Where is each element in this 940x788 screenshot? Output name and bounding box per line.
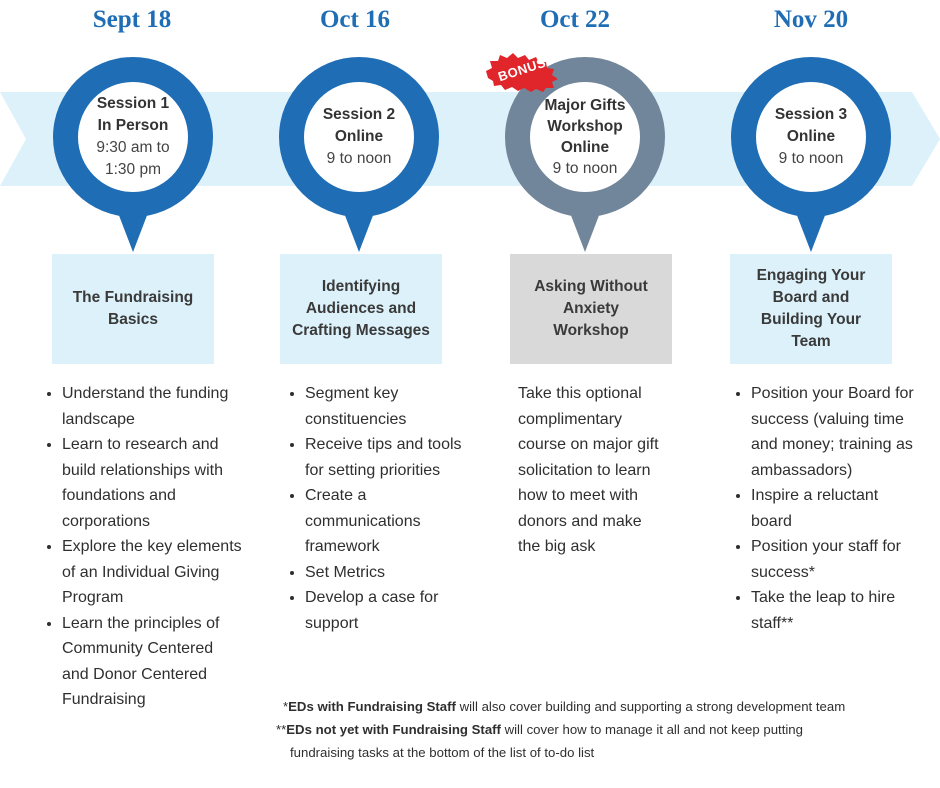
map-pin-icon	[731, 57, 891, 252]
footnote-2: **EDs not yet with Fundraising Staff wil…	[276, 719, 803, 741]
footnote-2-bold: EDs not yet with Fundraising Staff	[286, 722, 501, 737]
session-1-time-end: 1:30 pm	[104, 161, 161, 178]
list-item: Set Metrics	[305, 560, 473, 586]
session-1-pin: Session 1 In Person 9:30 am to 1:30 pm	[51, 55, 215, 255]
topic-4-line-2: Board and	[772, 289, 850, 306]
footnote-2-mark: **	[276, 722, 287, 737]
session-1-topics-list: Understand the funding landscape Learn t…	[48, 381, 242, 713]
topic-2-line-2: Audiences and	[305, 300, 417, 317]
topic-3-line-1: Asking Without	[534, 278, 648, 295]
bonus-badge: BONUS	[484, 52, 560, 92]
session-3-pin: Session 3 Online 9 to noon	[729, 55, 893, 255]
topic-4-line-1: Engaging Your	[756, 267, 866, 284]
session-3-topics-list: Position your Board for success (valuing…	[737, 381, 915, 636]
list-item: Understand the funding landscape	[62, 381, 242, 432]
footnote-1-text: will also cover building and supporting …	[455, 699, 846, 714]
session-2-time: 9 to noon	[326, 150, 392, 167]
map-pin-icon	[279, 57, 439, 252]
map-pin-icon	[505, 57, 665, 252]
list-item: Inspire a reluctant board	[751, 483, 915, 534]
major-gifts-pin: Major Gifts Workshop Online 9 to noon	[503, 55, 667, 255]
session-3-time: 9 to noon	[778, 150, 844, 167]
session-2-topics-list: Segment key constituencies Receive tips …	[291, 381, 473, 636]
major-gifts-format: Online	[560, 139, 610, 156]
topic-2-line-1: Identifying	[321, 278, 401, 295]
map-pin-icon	[53, 57, 213, 252]
footnote-1-mark: *	[283, 699, 289, 714]
list-item: Develop a case for support	[305, 585, 473, 636]
list-item: Learn the principles of Community Center…	[62, 611, 242, 713]
date-major-gifts: Oct 22	[539, 6, 611, 33]
list-item: Explore the key elements of an Individua…	[62, 534, 242, 611]
session-3-format: Online	[786, 128, 836, 145]
topic-box-fundraising-basics: The Fundraising Basics	[52, 254, 214, 364]
topic-box-asking-without-anxiety: Asking Without Anxiety Workshop	[510, 254, 672, 364]
date-session-2: Oct 16	[319, 6, 391, 33]
list-item: Learn to research and build relationship…	[62, 432, 242, 534]
topic-4-line-4: Team	[791, 333, 831, 350]
list-item: Take the leap to hire staff**	[751, 585, 915, 636]
major-gifts-title: Major Gifts	[544, 97, 626, 114]
topic-1-line-2: Basics	[108, 311, 158, 328]
date-session-3: Nov 20	[773, 6, 849, 33]
list-item: Receive tips and tools for setting prior…	[305, 432, 473, 483]
starburst-icon	[486, 53, 558, 92]
major-gifts-description: Take this optional complimentary course …	[518, 385, 659, 555]
topic-box-engaging-board: Engaging Your Board and Building Your Te…	[730, 254, 892, 364]
session-1-format: In Person	[97, 117, 169, 134]
topic-3-line-3: Workshop	[553, 322, 629, 339]
list-item: Position your Board for success (valuing…	[751, 381, 915, 483]
footnote-2-text: will cover how to manage it all and not …	[500, 722, 803, 737]
topic-2-line-3: Crafting Messages	[292, 322, 430, 339]
session-1-title: Session 1	[96, 95, 170, 112]
timeline-arrow-band	[0, 92, 940, 186]
topic-3-line-2: Anxiety	[562, 300, 619, 317]
session-2-format: Online	[334, 128, 384, 145]
list-item: Position your staff for success*	[751, 534, 915, 585]
topic-1-line-1: The Fundraising	[72, 289, 194, 306]
topic-4-line-3: Building Your	[760, 311, 862, 328]
list-item: Segment key constituencies	[305, 381, 473, 432]
topic-box-audiences-messages: Identifying Audiences and Crafting Messa…	[280, 254, 442, 364]
footnote-1-bold: EDs with Fundraising Staff	[288, 699, 456, 714]
major-gifts-time: 9 to noon	[552, 160, 618, 177]
footnote-1: *EDs with Fundraising Staff will also co…	[283, 696, 845, 718]
list-item: Create a communications framework	[305, 483, 473, 560]
session-2-pin: Session 2 Online 9 to noon	[277, 55, 441, 255]
session-1-time-start: 9:30 am to	[96, 139, 170, 156]
session-2-title: Session 2	[322, 106, 396, 123]
footnote-2-continued: fundraising tasks at the bottom of the l…	[290, 745, 595, 760]
date-session-1: Sept 18	[92, 6, 172, 33]
session-3-title: Session 3	[774, 106, 848, 123]
major-gifts-subtitle: Workshop	[547, 118, 623, 135]
